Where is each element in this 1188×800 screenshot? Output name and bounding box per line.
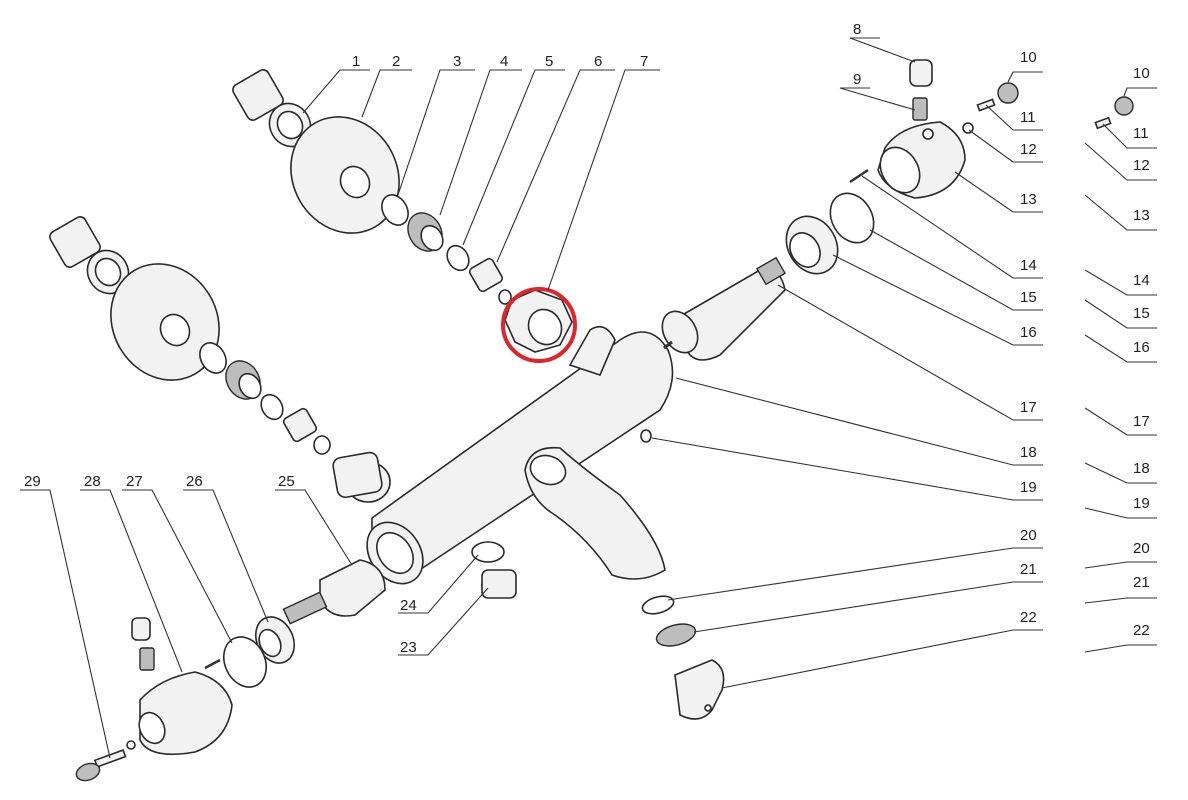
part-10-knob-insert: [997, 82, 1134, 116]
label-29: 29: [24, 473, 41, 490]
label-22-right: 22: [1133, 622, 1150, 639]
label-21: 21: [1020, 561, 1037, 578]
label-5: 5: [545, 53, 553, 70]
label-14: 14: [1020, 257, 1037, 274]
label-8: 8: [853, 21, 861, 38]
label-26: 26: [186, 473, 203, 490]
label-15-right: 15: [1133, 305, 1150, 322]
label-13-right: 13: [1133, 207, 1150, 224]
label-11-right: 11: [1133, 125, 1149, 142]
label-22: 22: [1020, 609, 1037, 626]
part-26-adjust-ring: [254, 616, 296, 664]
label-7: 7: [640, 53, 648, 70]
part-29-screw: [75, 740, 136, 782]
part-28-handle: [131, 617, 233, 756]
label-6: 6: [594, 53, 602, 70]
lower-left-valve-group: [49, 216, 331, 455]
part-20-gasket: [641, 595, 675, 615]
label-1: 1: [352, 53, 360, 70]
part-25-flow-cartridge: [282, 559, 386, 625]
part-11-screw: [976, 98, 1112, 130]
label-20: 20: [1020, 527, 1037, 544]
label-14-right: 14: [1133, 272, 1150, 289]
label-2: 2: [392, 53, 400, 70]
label-18-right: 18: [1133, 460, 1150, 477]
leader-lines: [20, 37, 1157, 759]
label-11: 11: [1020, 109, 1036, 126]
label-24: 24: [400, 597, 417, 614]
label-17-right: 17: [1133, 413, 1150, 430]
label-15: 15: [1020, 289, 1037, 306]
part-4-threaded-bush: [407, 212, 444, 252]
label-9: 9: [853, 71, 861, 88]
part-21-aerator: [655, 623, 697, 647]
label-28: 28: [84, 473, 101, 490]
label-16-right: 16: [1133, 339, 1150, 356]
part-1-valve-head: [232, 69, 312, 148]
part-2-cover-rosette: [290, 116, 400, 234]
label-20-right: 20: [1133, 540, 1150, 557]
label-16: 16: [1020, 324, 1037, 341]
label-21-right: 21: [1133, 574, 1150, 591]
label-12-right: 12: [1133, 157, 1150, 174]
part-7-connection-nut: [501, 287, 577, 363]
part-24-o-ring: [471, 541, 505, 563]
label-4: 4: [500, 53, 508, 70]
part-labels: 1 2 3 4 5 6 7 8 9 10 11 12 13 14 15 16 1…: [24, 21, 1150, 656]
part-9-spring: [912, 97, 928, 121]
part-3-o-ring: [381, 194, 409, 226]
part-19-stop-pin: [640, 429, 652, 443]
part-27-ring: [223, 636, 267, 688]
label-25: 25: [278, 473, 295, 490]
label-23: 23: [400, 639, 417, 656]
part-14-pin: [849, 168, 869, 184]
part-17-thermostatic-cartridge: [661, 256, 786, 361]
label-19-right: 19: [1133, 495, 1150, 512]
part-15-ring: [829, 192, 875, 244]
part-6-check-valve: [468, 257, 512, 305]
label-17: 17: [1020, 399, 1037, 416]
label-12: 12: [1020, 141, 1037, 158]
label-19: 19: [1020, 479, 1037, 496]
part-22-aerator-key: [674, 659, 725, 720]
part-16-adjust-nut: [785, 215, 839, 275]
label-10: 10: [1020, 49, 1037, 66]
highlight-ring: [501, 287, 577, 363]
part-23-diverter: [481, 569, 517, 599]
part-5-seal-ring: [446, 244, 470, 272]
label-10-right: 10: [1133, 65, 1150, 82]
label-13: 13: [1020, 191, 1037, 208]
part-13-handle: [877, 121, 966, 199]
label-18: 18: [1020, 444, 1037, 461]
mixer-body: [332, 325, 674, 585]
part-8-cap: [909, 59, 933, 87]
label-3: 3: [453, 53, 461, 70]
label-27: 27: [126, 473, 143, 490]
